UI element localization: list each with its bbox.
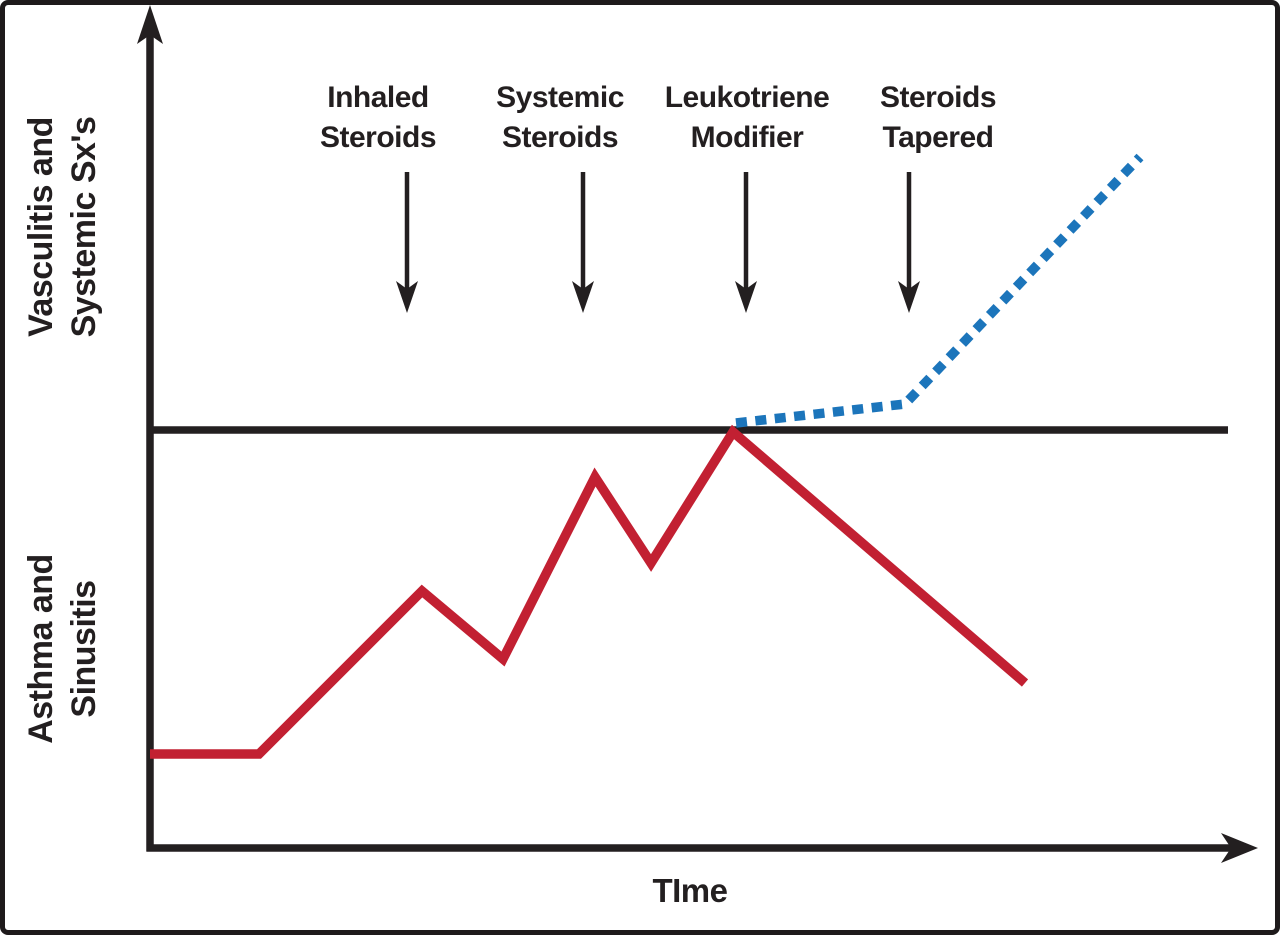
annotation-label-leukotriene-modifier: Leukotriene Modifier xyxy=(664,81,830,154)
y-axis-label-bottom: Asthma and Sinusitis xyxy=(22,554,103,744)
y-axis-label-top: Vasculitis and Systemic Sx's xyxy=(22,116,103,338)
x-axis-arrowhead-icon xyxy=(1221,833,1258,863)
annotation-label-systemic-steroids: Systemic Steroids xyxy=(496,81,624,154)
series-line-asthma-and-sinusitis xyxy=(150,424,1029,759)
annotation-label-steroids-tapered: Steroids Tapered xyxy=(879,81,997,154)
annotation-arrowhead-icon-3 xyxy=(898,281,920,313)
annotation-arrowhead-icon-2 xyxy=(735,281,757,313)
x-axis-label: TIme xyxy=(652,872,728,909)
y-axis-arrowhead-icon xyxy=(137,5,163,44)
annotation-label-inhaled-steroids: Inhaled Steroids xyxy=(319,81,437,154)
series-line-vasculitis-and-systemic-sxs xyxy=(735,153,1144,428)
annotation-arrowhead-icon-0 xyxy=(396,281,418,313)
annotation-arrowhead-icon-1 xyxy=(572,281,594,313)
